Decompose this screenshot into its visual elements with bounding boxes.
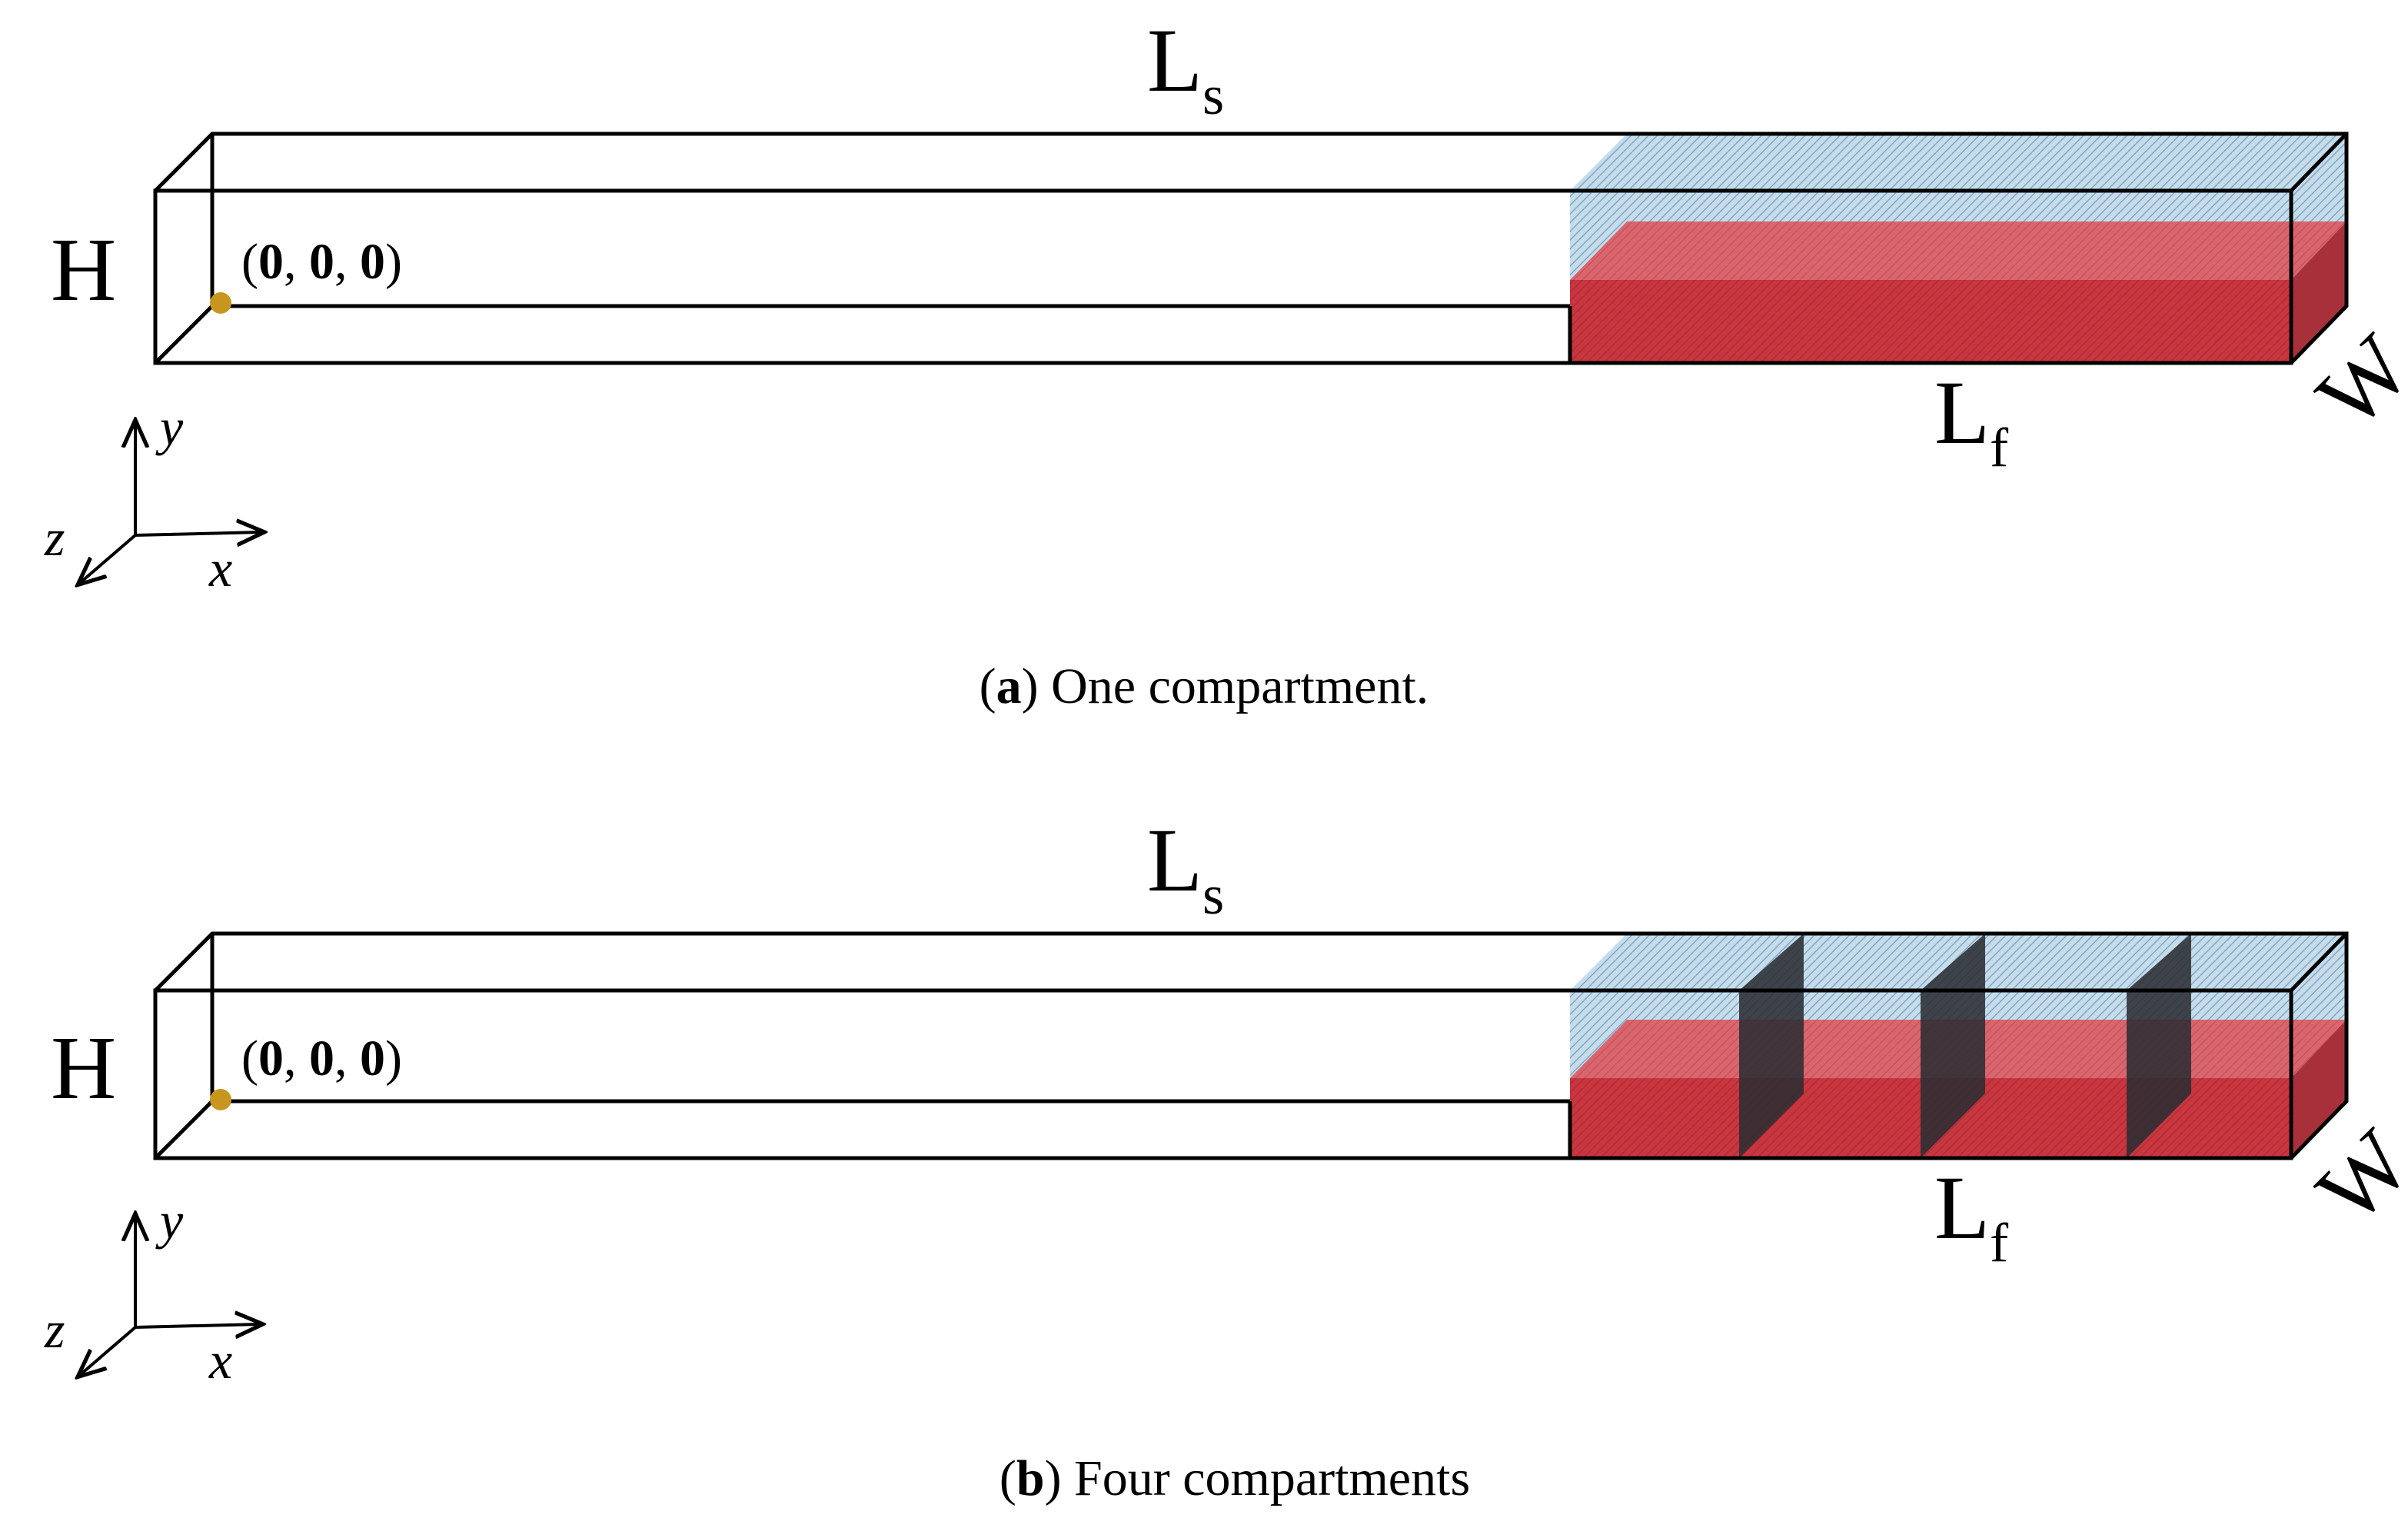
caption-b: (b) Four compartments [999, 1450, 1470, 1506]
height-label: H [51, 1017, 116, 1118]
panel-one-compartment: (0, 0, 0) Ls H Lf W y x z (a) One compar… [44, 10, 2408, 714]
liquid-top-surface [1570, 221, 2346, 280]
origin-point [210, 292, 231, 314]
y-axis-label: y [155, 1191, 184, 1250]
length-fluid-label: Lf [1934, 1157, 2008, 1273]
length-solid-label: Ls [1147, 810, 1224, 926]
gas-region-top [1570, 134, 2346, 191]
origin-point [210, 1089, 231, 1110]
liquid-side [2291, 221, 2346, 363]
coordinate-axes [80, 1217, 260, 1375]
z-axis-label: z [44, 508, 65, 567]
height-label: H [51, 219, 116, 320]
liquid-side [2291, 1020, 2346, 1158]
panel-four-compartments: (0, 0, 0) Ls H Lf W y x z (b) Four compa… [44, 810, 2408, 1506]
length-fluid-label: Lf [1934, 362, 2008, 478]
length-solid-label: Ls [1147, 10, 1224, 126]
tank-outline [153, 131, 2349, 365]
x-axis-label: x [208, 1331, 232, 1390]
coordinate-axes [80, 423, 261, 583]
x-axis-label: x [208, 539, 232, 598]
caption-a: (a) One compartment. [979, 658, 1429, 714]
y-axis-label: y [155, 398, 184, 456]
tank-outline [153, 931, 2349, 1160]
z-axis-label: z [44, 1300, 65, 1359]
liquid-front [1570, 280, 2291, 363]
origin-label: (0, 0, 0) [241, 1030, 402, 1087]
origin-label: (0, 0, 0) [241, 234, 402, 290]
